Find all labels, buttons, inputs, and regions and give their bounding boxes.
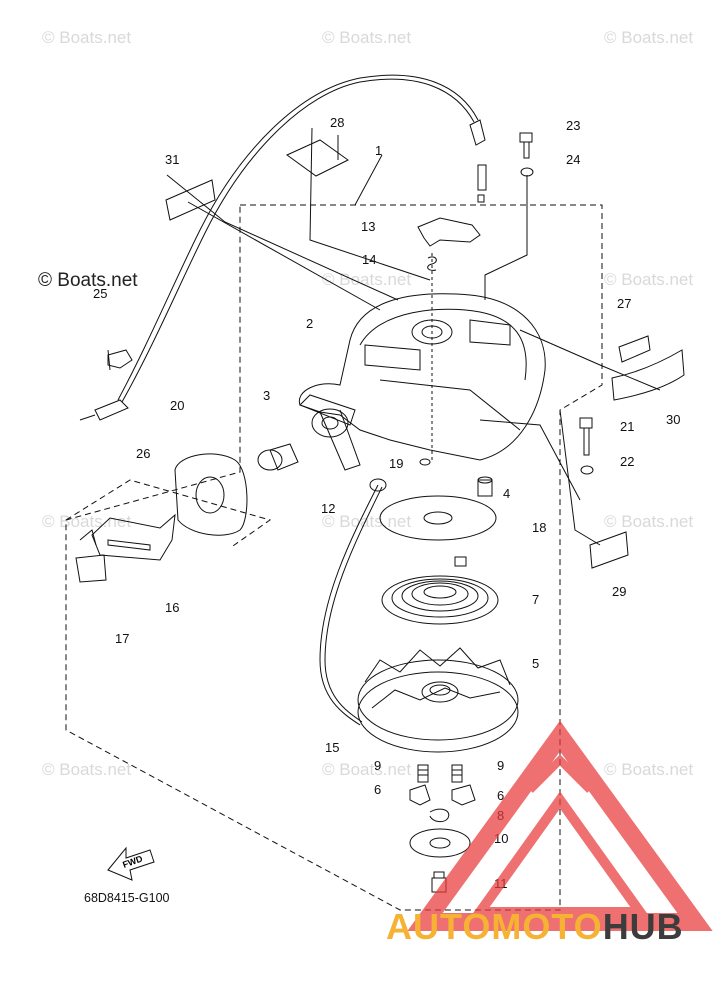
callout-20: 20 [170,398,184,413]
callout-9b: 9 [497,758,504,773]
watermark: © Boats.net [42,512,132,531]
pawl-6 [409,784,431,806]
label-tag-28 [286,139,349,177]
watermark: © Boats.net [322,270,412,289]
label-tag-29 [589,531,629,569]
collar-4 [477,479,493,497]
watermark: © Boats.net [322,512,412,531]
callout-30: 30 [666,412,680,427]
callout-21: 21 [620,419,634,434]
watermark: © Boats.net [604,270,694,289]
callout-1: 1 [375,143,382,158]
callout-29: 29 [612,584,626,599]
callout-12: 12 [321,501,335,516]
brand-triangle-logo [407,720,713,931]
holder-17 [75,529,107,583]
bracket-25 [107,349,133,369]
reel-5 [357,647,519,753]
callout-7: 7 [532,592,539,607]
callout-6b: 6 [497,788,504,803]
callout-3: 3 [263,388,270,403]
cable [121,78,475,403]
watermark: © Boats.net [604,512,694,531]
fwd-arrow-icon [107,846,155,881]
callout-5: 5 [532,656,539,671]
callout-18: 18 [532,520,546,535]
collar-3 [257,443,299,471]
watermark: © Boats.net [42,760,132,779]
watermark: © Boats.net [322,760,412,779]
spring-14 [427,256,437,271]
fwd-label: FWD [121,853,144,870]
assembly-boundary-main [65,204,603,911]
callout-15: 15 [325,740,339,755]
bolt-23 [519,132,533,159]
brand-logo: AUTOMOTOHUB [386,906,684,948]
label-tag-31 [165,179,216,221]
callout-28: 28 [330,115,344,130]
diagram-code: 68D8415-G100 [84,891,170,905]
watermark: © Boats.net [322,28,412,47]
handle-16 [91,513,176,561]
brand-part-moto: MOTO [491,906,603,947]
watermark: © Boats.net [604,28,694,47]
callout-2: 2 [306,316,313,331]
drive-plate-10 [409,828,471,858]
cable [117,74,479,401]
label-tag-27 [618,335,651,363]
pawl-6 [451,784,476,806]
callout-22: 22 [620,454,634,469]
callout-19: 19 [389,456,403,471]
cable-end-26 [94,399,129,421]
callout-13: 13 [361,219,375,234]
callout-9: 9 [374,758,381,773]
callout-6: 6 [374,782,381,797]
watermark: © Boats.net [42,28,132,47]
washer-22 [580,465,594,475]
spiral-spring-7 [381,556,499,625]
brand-part-auto: AUTO [386,906,492,947]
callout-17: 17 [115,631,129,646]
callout-27: 27 [617,296,631,311]
lever-13 [417,217,481,247]
grommet-20 [174,453,248,536]
washer-24 [520,167,534,177]
callout-24: 24 [566,152,580,167]
callout-25: 25 [93,286,107,301]
spring-9 [417,764,429,783]
callout-31: 31 [165,152,179,167]
callout-23: 23 [566,118,580,133]
starter-housing [298,293,546,461]
callout-16: 16 [165,600,179,615]
callout-14: 14 [362,252,376,267]
spring-9 [451,764,463,783]
clip-8 [429,808,450,823]
label-tag-30 [611,349,685,401]
plate-18 [379,495,497,541]
bolt-21 [579,417,593,456]
assembly-boundary-handle [65,479,272,549]
callout-26: 26 [136,446,150,461]
watermark: © Boats.net [604,760,694,779]
watermark-prominent: © Boats.net [38,270,138,291]
brand-part-hub: HUB [602,906,684,947]
rope-15 [319,484,379,726]
callout-4: 4 [503,486,510,501]
